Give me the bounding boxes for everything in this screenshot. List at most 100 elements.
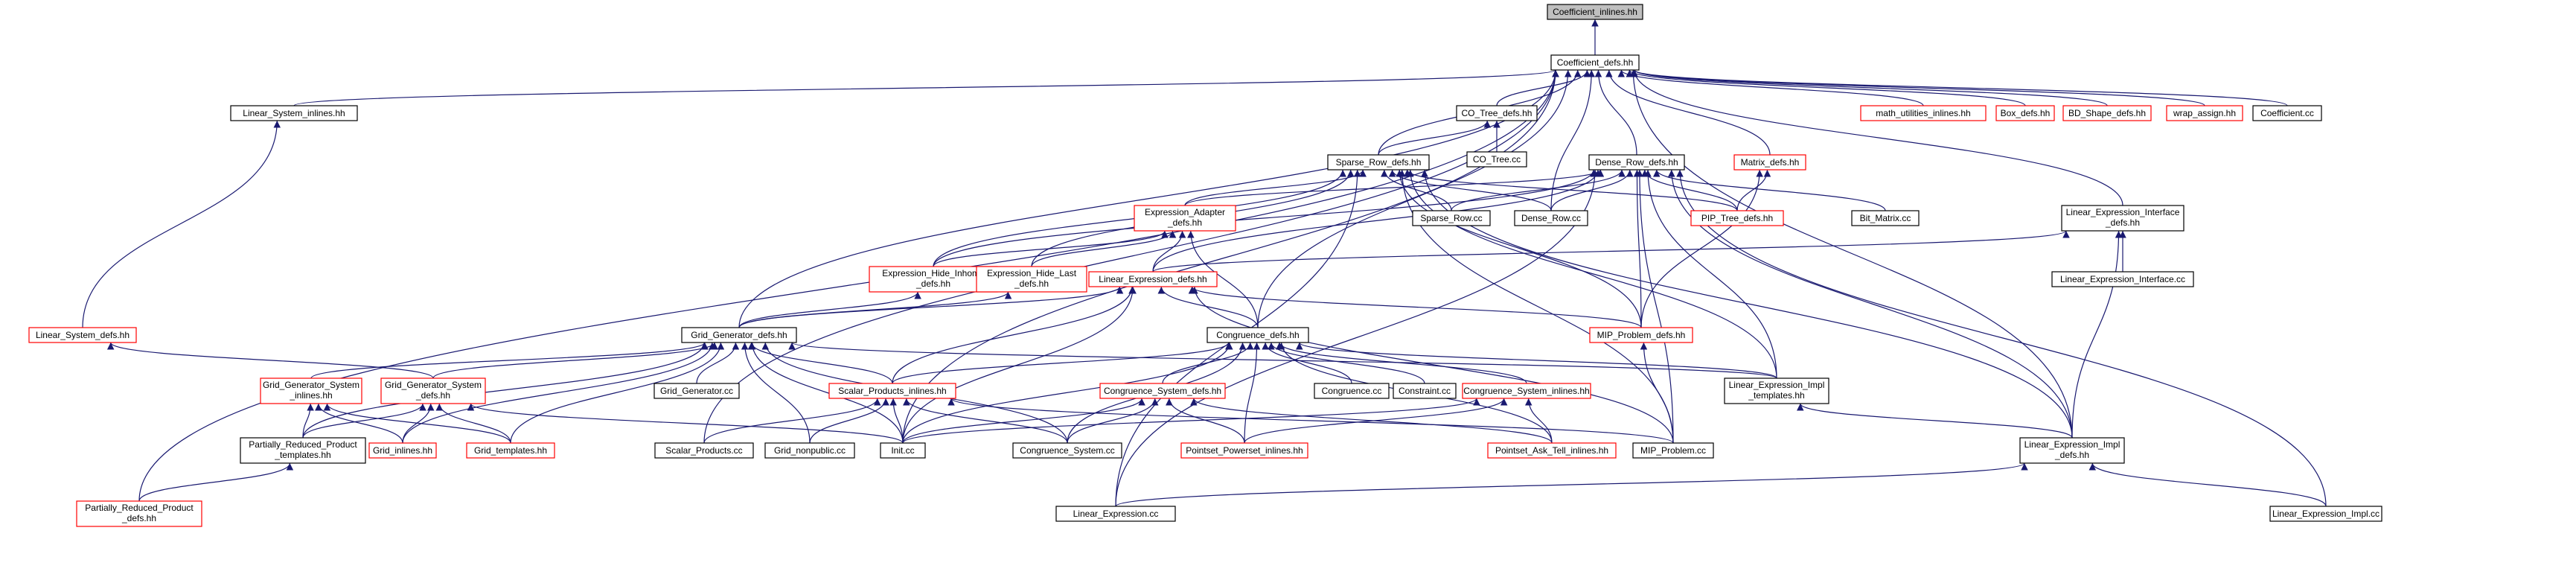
edge-leimcc-to-leid [2088,462,2327,507]
node-cdefs[interactable]: Coefficient_defs.hh [1550,54,1640,71]
node-box [869,266,998,293]
node-csd[interactable]: Congruence_System_defs.hh [1099,383,1226,399]
node-label: BD_Shape_defs.hh [2068,108,2146,118]
node-pip[interactable]: PIP_Tree_defs.hh [1690,210,1784,226]
node-cscc[interactable]: Congruence_System.cc [1012,442,1122,459]
node-mipcc[interactable]: MIP_Problem.cc [1632,442,1714,459]
node-srcc[interactable]: Sparse_Row.cc [1412,210,1491,226]
node-lsi[interactable]: Linear_System_inlines.hh [230,105,358,121]
node-label: Coefficient_inlines.hh [1553,7,1637,17]
node-box [28,327,137,343]
node-label: Linear_System_defs.hh [36,330,130,340]
node-constr[interactable]: Constraint.cc [1393,383,1457,399]
edge-pip-to-drd [1641,169,1738,211]
node-lsd[interactable]: Linear_System_defs.hh [28,327,137,343]
node-matrix[interactable]: Matrix_defs.hh [1733,154,1806,171]
node-spi[interactable]: Scalar_Products_inlines.hh [828,383,956,399]
node-leicc[interactable]: Linear_Expression_Interface.cc [2051,271,2194,287]
edge-mipd-to-srd [1396,169,1642,328]
node-bitm[interactable]: Bit_Matrix.cc [1851,210,1920,226]
edge-mipcc-to-spi [947,398,1674,444]
node-label: Expression_Adapter [1145,207,1225,217]
node-label: Linear_Expression_Interface [2066,207,2180,217]
node-root[interactable]: Coefficient_inlines.hh [1547,4,1643,20]
edge-mipcc-to-led [1191,286,1674,444]
edge-mipd-to-drd [1633,169,1642,328]
edge-cscc-to-csd [1067,398,1159,444]
node-pati[interactable]: Pointset_Ask_Tell_inlines.hh [1487,442,1617,459]
node-leit[interactable]: Linear_Expression_Impl_templates.hh [1724,377,1829,404]
node-cgd[interactable]: Congruence_defs.hh [1206,327,1309,343]
node-box [2019,437,2125,464]
edge-mipd-to-matrix [1640,169,1763,328]
node-gnp[interactable]: Grid_nonpublic.cc [764,442,855,459]
node-cotreecc[interactable]: CO_Tree.cc [1466,151,1527,168]
node-label: Grid_nonpublic.cc [774,445,846,456]
edge-mipcc-to-drd [1636,169,1674,444]
edge-ehi-to-ead [933,230,1169,267]
node-ggsd[interactable]: Grid_Generator_System_defs.hh [380,377,486,404]
node-drd[interactable]: Dense_Row_defs.hh [1588,154,1685,171]
node-ppi[interactable]: Pointset_Powerset_inlines.hh [1180,442,1308,459]
node-gridi[interactable]: Grid_inlines.hh [368,442,437,459]
edge-init-to-led [902,286,1137,444]
node-led[interactable]: Linear_Expression_defs.hh [1088,271,1218,287]
node-box [1487,442,1617,459]
node-label: Coefficient_defs.hh [1557,57,1634,68]
node-box [1462,383,1591,399]
node-lei[interactable]: Linear_Expression_Interface_defs.hh [2061,205,2185,232]
edge-ggsi-to-ggd [310,342,709,379]
node-ehi[interactable]: Expression_Hide_Inhomo_defs.hh [869,266,998,293]
node-csi[interactable]: Congruence_System_inlines.hh [1462,383,1591,399]
node-label: Linear_System_inlines.hh [243,108,345,118]
edge-prpd-to-prpt [138,462,294,502]
node-leimcc[interactable]: Linear_Expression_Impl.cc [2269,506,2382,522]
node-wrap[interactable]: wrap_assign.hh [2166,105,2243,121]
node-drcc[interactable]: Dense_Row.cc [1514,210,1588,226]
node-prpd[interactable]: Partially_Reduced_Product_defs.hh [76,500,202,527]
edge-led-to-ead [1152,230,1186,273]
edge-ggd-to-ehl [738,291,1012,328]
node-bds[interactable]: BD_Shape_defs.hh [2062,105,2152,121]
node-gridt[interactable]: Grid_templates.hh [466,442,555,459]
node-mipd[interactable]: MIP_Problem_defs.hh [1589,327,1693,343]
node-label: Dense_Row.cc [1521,213,1581,223]
node-init[interactable]: Init.cc [880,442,926,459]
node-label: Coefficient.cc [2260,108,2314,118]
edge-gridi-to-ggsi [315,403,403,444]
node-label: _inlines.hh [289,390,332,401]
node-box [1012,442,1122,459]
node-coefcc[interactable]: Coefficient.cc [2252,105,2322,121]
node-mui[interactable]: math_utilities_inlines.hh [1860,105,1987,121]
node-ead[interactable]: Expression_Adapter_defs.hh [1134,205,1236,232]
node-srd[interactable]: Sparse_Row_defs.hh [1327,154,1430,171]
edge-ggd-to-ehi [738,291,921,328]
node-lecc[interactable]: Linear_Expression.cc [1055,506,1176,522]
edge-drcc-to-srd [1388,169,1552,211]
node-ggcc[interactable]: Grid_Generator.cc [653,383,740,399]
node-label: _defs.hh [1014,278,1049,289]
edge-leit-to-cgd [1296,342,1777,379]
node-cotree[interactable]: CO_Tree_defs.hh [1456,105,1538,121]
node-ggd[interactable]: Grid_Generator_defs.hh [681,327,797,343]
edge-mipcc-to-mipd [1640,342,1674,444]
node-cgcc[interactable]: Congruence.cc [1314,383,1390,399]
node-label: Bit_Matrix.cc [1860,213,1911,223]
edge-ggd-to-led [738,286,1124,328]
edge-srd-to-cotree [1378,120,1492,156]
edge-coefcc-to-cdefs [1631,69,2288,106]
edge-lecc-to-drd [1115,169,1599,507]
node-label: Sparse_Row.cc [1420,213,1482,223]
node-box [828,383,956,399]
node-ehl[interactable]: Expression_Hide_Last_defs.hh [976,266,1087,293]
node-spcc[interactable]: Scalar_Products.cc [654,442,754,459]
node-prpt[interactable]: Partially_Reduced_Product_templates.hh [240,437,366,464]
node-label: Congruence_System_inlines.hh [1463,386,1589,396]
node-ggsi[interactable]: Grid_Generator_System_inlines.hh [260,377,362,404]
edge-bitm-to-drd [1653,169,1886,211]
node-leid[interactable]: Linear_Expression_Impl_defs.hh [2019,437,2125,464]
node-box[interactable]: Box_defs.hh [1995,105,2055,121]
node-label: MIP_Problem_defs.hh [1597,330,1686,340]
edge-cgd-to-ead [1187,230,1259,328]
edge-prpd-to-cdefs [138,69,1559,502]
